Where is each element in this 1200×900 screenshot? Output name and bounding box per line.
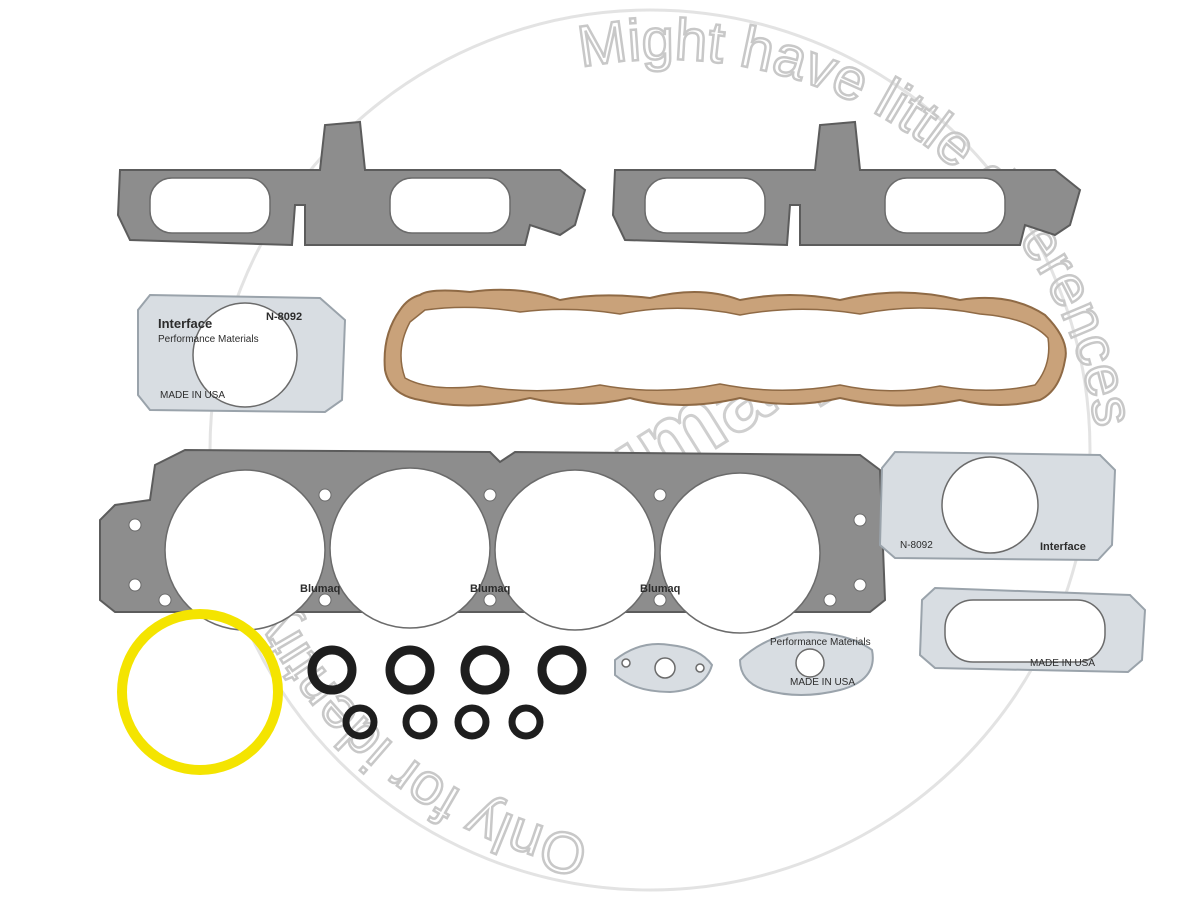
paper-gasket-right-top: Interface N-8092 (878, 450, 1117, 562)
black-orings (307, 645, 587, 740)
svg-text:Performance Materials: Performance Materials (770, 637, 871, 648)
svg-text:Performance Materials: Performance Materials (158, 334, 259, 345)
svg-text:N-8092: N-8092 (900, 540, 933, 551)
watermark: Might have little differences Only for i… (0, 0, 1148, 892)
svg-text:MADE IN USA: MADE IN USA (160, 390, 225, 401)
svg-text:Blumaq: Blumaq (300, 583, 340, 595)
watermark-bottom-text: Only for identify purposes. (0, 0, 593, 889)
svg-text:Blumaq: Blumaq (470, 583, 510, 595)
svg-text:Blumaq: Blumaq (640, 583, 680, 595)
yellow-oring (117, 609, 283, 775)
flange-gasket-medium: Performance Materials MADE IN USA (738, 630, 874, 696)
svg-text:MADE IN USA: MADE IN USA (1030, 658, 1095, 669)
paper-gasket-left: Interface Performance Materials N-8092 M… (137, 293, 347, 414)
svg-text:N-8092: N-8092 (266, 311, 302, 323)
valve-cover-gasket (383, 288, 1067, 407)
svg-text:MADE IN USA: MADE IN USA (790, 677, 855, 688)
flange-gasket-small (614, 643, 714, 694)
svg-text:Interface: Interface (1040, 541, 1086, 553)
svg-text:Interface: Interface (158, 316, 212, 331)
head-gasket: Blumaq Blumaq Blumaq (99, 448, 887, 634)
manifold-gasket-left (116, 120, 587, 247)
manifold-gasket-right (611, 120, 1082, 247)
paper-gasket-right-bottom: MADE IN USA (918, 586, 1147, 674)
